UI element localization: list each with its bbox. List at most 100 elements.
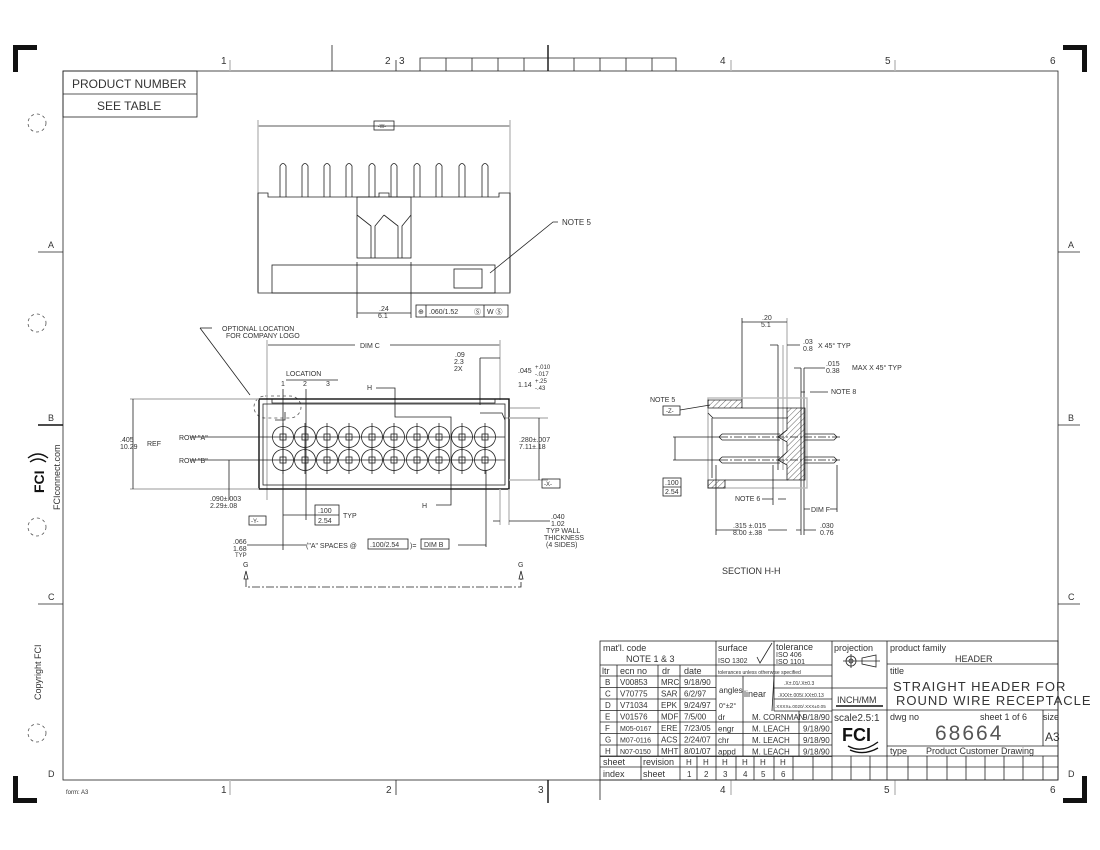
approval-date: 9/18/90 xyxy=(803,725,830,734)
revision-ecn: V71034 xyxy=(620,701,648,710)
fci-logo-icon: FCI xyxy=(842,725,879,754)
matl-code-label: mat'l. code xyxy=(603,643,646,653)
revision-dr: EPK xyxy=(661,701,678,710)
header-ecn: ecn no xyxy=(620,666,647,676)
dim-114-minus: -.43 xyxy=(535,386,546,392)
dim-24: .24 xyxy=(379,306,389,313)
left-margin: FCIconnect.com FCI Copyright FCI xyxy=(27,113,62,743)
copyright-text: Copyright FCI xyxy=(33,644,43,700)
dim-7-11: 7.11±.18 xyxy=(519,444,546,451)
zone-bottom-6: 6 xyxy=(1050,785,1056,796)
dim-066-typ: TYP xyxy=(235,553,247,559)
pin xyxy=(323,163,331,197)
row-b-label: ROW "B" xyxy=(179,458,208,465)
punch-hole-icon xyxy=(27,113,47,133)
dim-280: .280±.007 xyxy=(519,437,550,444)
revision-dr: MDF xyxy=(661,713,678,722)
fci-logo-icon xyxy=(27,453,49,463)
sheet-number: 5 xyxy=(761,770,766,779)
front-note-5: NOTE 5 xyxy=(562,218,591,227)
dim-5-1: 5.1 xyxy=(761,322,771,329)
chamfer-015: .015 xyxy=(826,361,840,368)
corner-marks xyxy=(13,45,1087,803)
section-view: .20 5.1 .03 0.8 X 45° TYP .015 0.38 MAX … xyxy=(650,315,902,576)
angles-label: angles xyxy=(719,686,743,695)
sheet-number: 3 xyxy=(723,770,728,779)
revision-date: 6/2/97 xyxy=(684,690,707,699)
zone-top-1: 1 xyxy=(221,56,227,67)
approval-role: chr xyxy=(718,736,729,745)
dim-ref: REF xyxy=(147,441,161,448)
linear-value-1: .X±.01/.X±0.3 xyxy=(784,681,814,687)
header-date: date xyxy=(684,666,702,676)
pin xyxy=(458,163,466,197)
sheet-revision: H xyxy=(722,758,728,767)
fci-logo-text: FCI xyxy=(842,725,871,745)
dim-20: .20 xyxy=(762,315,772,322)
dim-2x: 2X xyxy=(454,366,463,373)
revision-ltr: B xyxy=(605,678,610,687)
fci-logo-text: FCI xyxy=(31,470,47,493)
chamfer-015-note: MAX X 45° TYP xyxy=(852,364,902,372)
revision-ltr: C xyxy=(605,690,611,699)
pin xyxy=(368,163,376,197)
pin-hole xyxy=(474,446,496,474)
tolerance-value: .060/1.52 xyxy=(429,309,458,316)
zone-top-2: 2 xyxy=(385,56,391,67)
pins-front xyxy=(279,163,489,197)
zone-top-3: 3 xyxy=(399,56,405,67)
revision-ecn: V00853 xyxy=(620,678,648,687)
linear-value-2: .XXX±.005/.XX±0.13 xyxy=(778,693,824,699)
revision-date: 7/23/05 xyxy=(684,724,711,733)
sheet-number: 4 xyxy=(743,770,748,779)
location-1: 1 xyxy=(281,381,285,388)
approval-name: M. LEACH xyxy=(752,725,790,734)
revision-date: 9/24/97 xyxy=(684,701,711,710)
pin-hole xyxy=(451,446,473,474)
wall-040: .040 xyxy=(551,514,565,521)
bottom-view: OPTIONAL LOCATION FOR COMPANY LOGO DIM C… xyxy=(120,326,584,588)
sheet-revision: H xyxy=(703,758,709,767)
tolerance-iso-406: ISO 406 xyxy=(776,652,802,659)
revision-date: 8/01/07 xyxy=(684,747,711,756)
section-pitch-2-54: 2.54 xyxy=(665,489,679,496)
location-2: 2 xyxy=(303,381,307,388)
zone-bottom-5: 5 xyxy=(884,785,890,796)
approval-date: 9/18/90 xyxy=(803,748,830,757)
wall-thickness: THICKNESS xyxy=(544,535,584,542)
dim-1-68: 1.68 xyxy=(233,546,247,553)
revision-ecn: M05-0167 xyxy=(620,726,652,733)
zone-right-b: B xyxy=(1068,413,1074,423)
type-value: Product Customer Drawing xyxy=(926,746,1034,756)
chamfer-0-38: 0.38 xyxy=(826,368,840,375)
scale-label: scale2.5:1 xyxy=(834,713,880,724)
revision-ltr: E xyxy=(605,713,610,722)
zone-left-b: B xyxy=(48,413,54,423)
dim-030: .030 xyxy=(820,523,834,530)
form-label: form: A3 xyxy=(66,790,89,796)
product-family-label: product family xyxy=(890,643,947,653)
section-note-5: NOTE 5 xyxy=(650,397,675,404)
pin-hole xyxy=(316,446,338,474)
sheet-of: sheet 1 of 6 xyxy=(980,712,1027,722)
dwg-no-label: dwg no xyxy=(890,712,919,722)
wall-typ: TYP WALL xyxy=(546,528,580,535)
title-label: title xyxy=(890,666,904,676)
punch-hole-icon xyxy=(27,313,47,333)
zone-bottom-1: 1 xyxy=(221,785,227,796)
dim-6-1: 6.1 xyxy=(378,313,388,320)
zone-top-5: 5 xyxy=(885,56,891,67)
approval-role: dr xyxy=(718,713,725,722)
dim-10-29: 10.29 xyxy=(120,444,138,451)
dim-045-plus: +.010 xyxy=(535,365,551,371)
revision-date: 7/5/00 xyxy=(684,713,707,722)
dim-0-76: 0.76 xyxy=(820,530,834,537)
size-value: A3 xyxy=(1045,730,1060,744)
header-dr: dr xyxy=(662,666,670,676)
sheet-number: 6 xyxy=(781,770,786,779)
units-label: INCH/MM xyxy=(837,695,877,705)
revision-dr: ERE xyxy=(661,724,677,733)
tolerances-unless: tolerances unless otherwise specified xyxy=(718,670,801,676)
front-view: -W- NOTE 5 .24 6.1 ⊕ .060/1.52 Ⓢ W Ⓢ xyxy=(257,120,591,320)
sheet-label: sheet xyxy=(603,757,626,767)
